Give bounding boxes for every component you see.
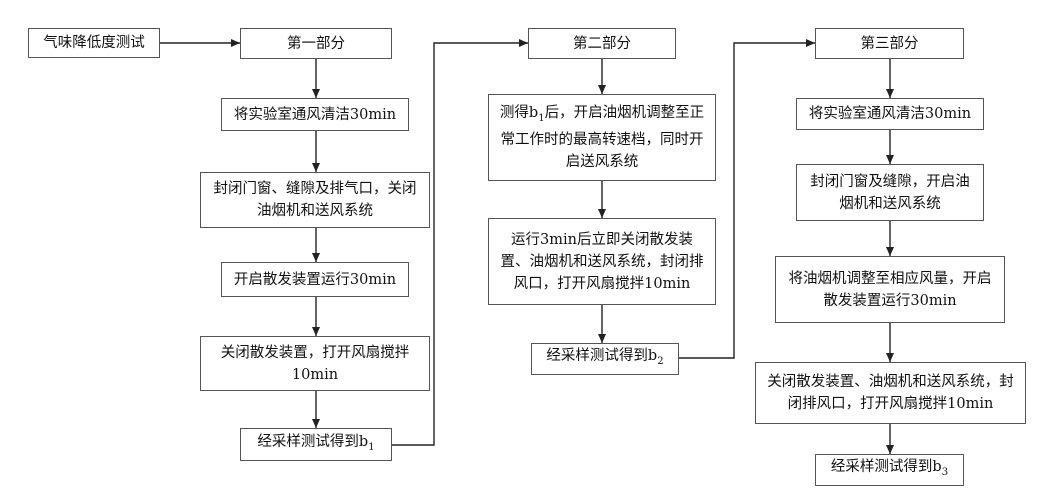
part1-title-label: 第一部分 xyxy=(287,35,345,52)
arrow-b1-to-part2 xyxy=(392,39,528,446)
start-node-label: 气味降低度测试 xyxy=(43,35,145,51)
part3-step1: 将实验室通风清洁30min xyxy=(796,98,984,130)
b-variable: b xyxy=(932,459,942,476)
part3-step2-text: 封闭门窗及缝隙，开启油烟机和送风系统 xyxy=(810,173,970,212)
part3-title-label: 第三部分 xyxy=(860,35,919,52)
result-prefix: 经采样测试得到 xyxy=(257,433,359,450)
part2-title-label: 第二部分 xyxy=(573,35,631,52)
part1-step1: 将实验室通风清洁30min xyxy=(221,98,409,131)
part3-step4-text: 关闭散发装置、油烟机和送风系统，封闭排风口，打开风扇搅拌10min xyxy=(767,374,1014,412)
b-subscript: 2 xyxy=(657,355,664,367)
result-prefix: 经采样测试得到 xyxy=(830,459,933,476)
part1-result-b1: 经采样测试得到b1 xyxy=(240,428,392,461)
step-text-pre: 测得 xyxy=(499,104,529,121)
b-variable: b xyxy=(358,433,369,450)
part3-step1-text: 将实验室通风清洁30min xyxy=(808,106,972,122)
part2-step1: 测得b1后，开启油烟机调整至正常工作时的最高转速档，同时开启送风系统 xyxy=(488,94,716,181)
b-subscript: 1 xyxy=(368,441,375,453)
part2-result-b2: 经采样测试得到b2 xyxy=(531,343,679,375)
part3-step3: 将油烟机调整至相应风量，开启散发装置运行30min xyxy=(775,256,1005,323)
part2-step1-text: 测得b1后，开启油烟机调整至正常工作时的最高转速档，同时开启送风系统 xyxy=(497,102,707,174)
part1-result-b1-text: 经采样测试得到b1 xyxy=(257,431,374,459)
part3-step2: 封闭门窗及缝隙，开启油烟机和送风系统 xyxy=(796,164,984,221)
part1-title: 第一部分 xyxy=(240,28,392,59)
part2-result-b2-text: 经采样测试得到b2 xyxy=(546,345,663,373)
start-node: 气味降低度测试 xyxy=(28,28,160,58)
arrow-b2-to-part3 xyxy=(679,39,815,359)
part1-step2: 封闭门窗、缝隙及排气口，关闭油烟机和送风系统 xyxy=(200,172,430,228)
part3-step4: 关闭散发装置、油烟机和送风系统，封闭排风口，打开风扇搅拌10min xyxy=(755,362,1026,424)
part1-step2-text: 封闭门窗、缝隙及排气口，关闭油烟机和送风系统 xyxy=(213,181,417,219)
part2-step2: 运行3min后立即关闭散发装置、油烟机和送风系统，封闭排风口，打开风扇搅拌10m… xyxy=(488,218,716,305)
b-subscript: 3 xyxy=(941,466,949,478)
part1-step3-text: 开启散发装置运行30min xyxy=(233,271,397,288)
part1-step3: 开启散发装置运行30min xyxy=(221,262,409,297)
step-text-post: 后，开启油烟机调整至正常工作时的最高转速档，同时开启送风系统 xyxy=(500,104,705,171)
part3-title: 第三部分 xyxy=(815,28,964,59)
part2-step2-text: 运行3min后立即关闭散发装置、油烟机和送风系统，封闭排风口，打开风扇搅拌10m… xyxy=(500,231,704,292)
part3-step3-text: 将油烟机调整至相应风量，开启散发装置运行30min xyxy=(788,270,992,309)
part1-step1-text: 将实验室通风清洁30min xyxy=(233,106,397,123)
b-subscript: 1 xyxy=(538,112,545,124)
b-variable: b xyxy=(528,104,539,121)
part3-result-b3: 经采样测试得到b3 xyxy=(815,454,964,486)
part2-title: 第二部分 xyxy=(528,28,676,59)
result-prefix: 经采样测试得到 xyxy=(546,348,648,365)
part1-step4: 关闭散发装置，打开风扇搅拌10min xyxy=(200,336,430,391)
part3-result-b3-text: 经采样测试得到b3 xyxy=(831,456,948,484)
b-variable: b xyxy=(647,348,658,365)
part1-step4-text: 关闭散发装置，打开风扇搅拌10min xyxy=(220,344,410,383)
